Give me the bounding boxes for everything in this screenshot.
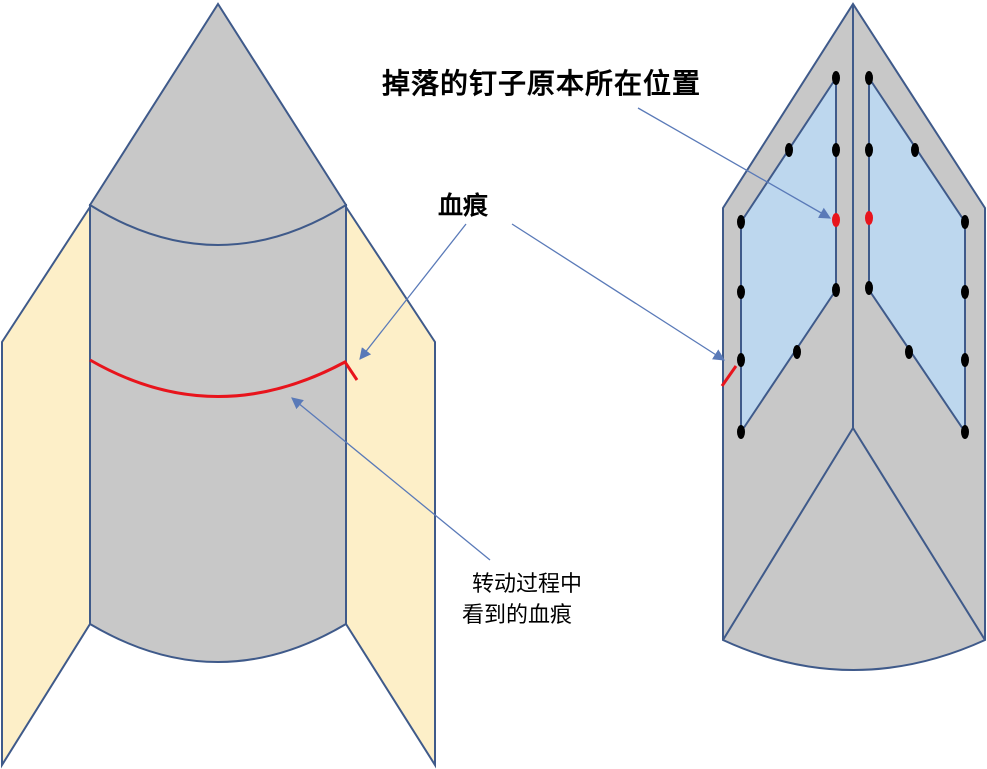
nail xyxy=(737,285,745,299)
nail xyxy=(737,215,745,229)
nail xyxy=(961,425,969,439)
left-fin xyxy=(0,203,91,769)
blood-stain-label: 血痕 xyxy=(438,191,489,220)
nail xyxy=(961,353,969,367)
nail xyxy=(905,345,913,359)
arrow-to-rotation-stain xyxy=(291,397,491,561)
missing-nail-marker xyxy=(832,213,840,227)
nail xyxy=(785,143,793,157)
blood-stain-mark xyxy=(720,365,738,387)
left-rocket xyxy=(0,2,436,769)
bottom-triangle-edge xyxy=(722,426,986,641)
nail xyxy=(865,143,873,157)
nail xyxy=(961,285,969,299)
missing-nail-marker xyxy=(865,211,873,225)
nail xyxy=(793,345,801,359)
blood-stain-line xyxy=(89,358,359,398)
nail xyxy=(832,283,840,297)
arrow-to-right-stain xyxy=(511,223,725,361)
right-fin xyxy=(345,203,436,769)
nose-cone xyxy=(88,2,348,246)
nail xyxy=(865,71,873,85)
right-rocket xyxy=(720,2,986,671)
nail xyxy=(737,425,745,439)
callout-arrows xyxy=(291,107,832,561)
arrow-to-left-stain xyxy=(359,223,467,360)
nail xyxy=(865,281,873,295)
rocket-body xyxy=(89,204,347,663)
nail xyxy=(832,71,840,85)
nail xyxy=(911,143,919,157)
rotation-stain-label-line1: 转动过程中 xyxy=(472,572,583,597)
nail xyxy=(737,353,745,367)
nail xyxy=(832,143,840,157)
arrow-to-missing-nail xyxy=(637,107,832,219)
nail xyxy=(961,215,969,229)
rotation-stain-label-line2: 看到的血痕 xyxy=(462,603,573,628)
nail-dots xyxy=(737,71,969,439)
nail-position-label: 掉落的钉子原本所在位置 xyxy=(382,67,702,100)
